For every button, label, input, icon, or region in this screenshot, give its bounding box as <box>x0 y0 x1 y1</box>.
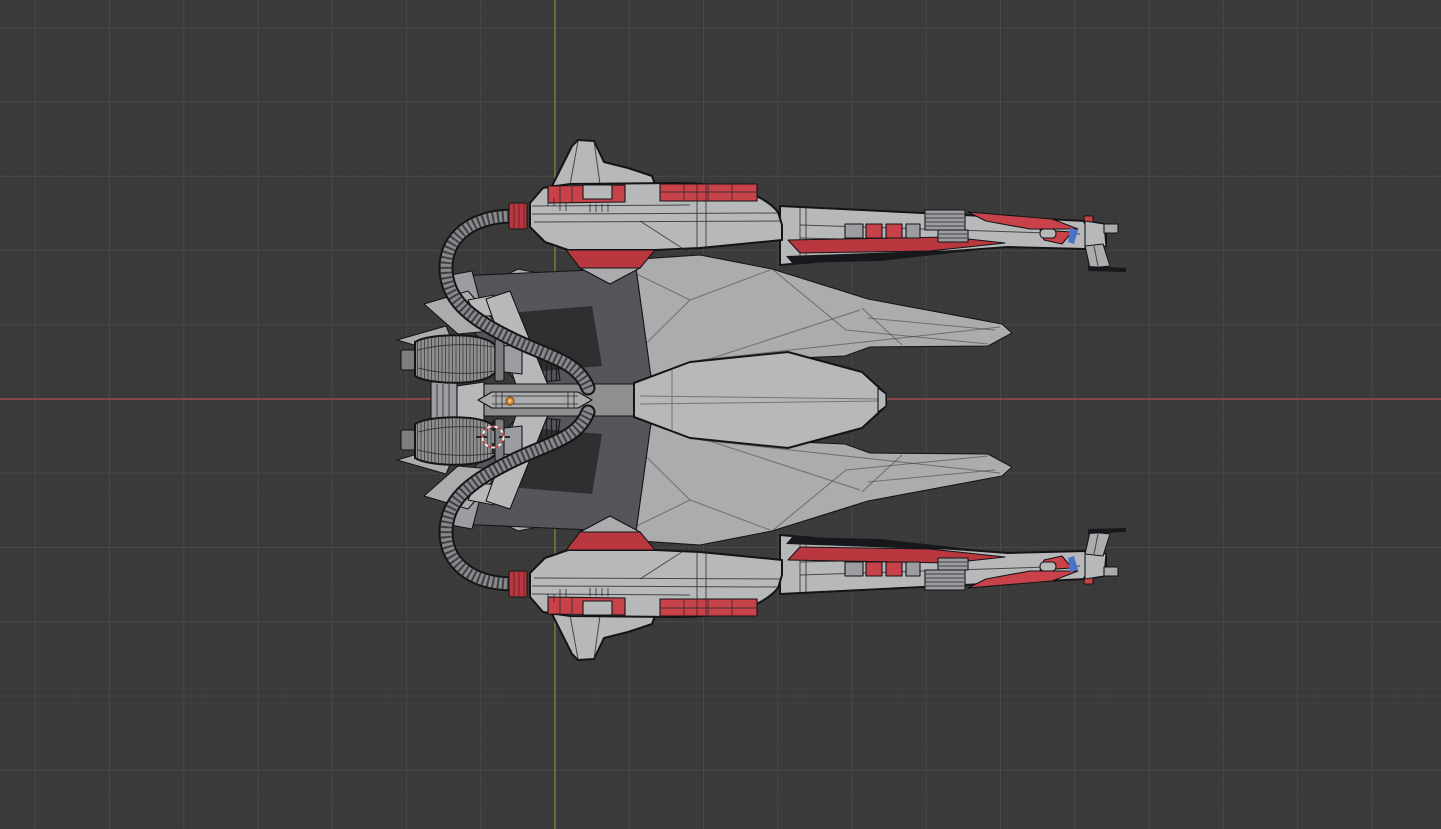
spine-plate <box>477 391 593 409</box>
tail-wedge <box>456 381 485 423</box>
spaceship-model[interactable] <box>396 140 1126 660</box>
object-origin-dot[interactable] <box>505 396 515 406</box>
central-fuselage[interactable] <box>430 351 887 449</box>
nose-facet-lines <box>639 368 881 432</box>
spine-ridges <box>492 392 578 408</box>
tail-ridges <box>436 384 450 422</box>
3d-cursor <box>476 420 510 454</box>
nose-tip-facet <box>877 387 887 413</box>
